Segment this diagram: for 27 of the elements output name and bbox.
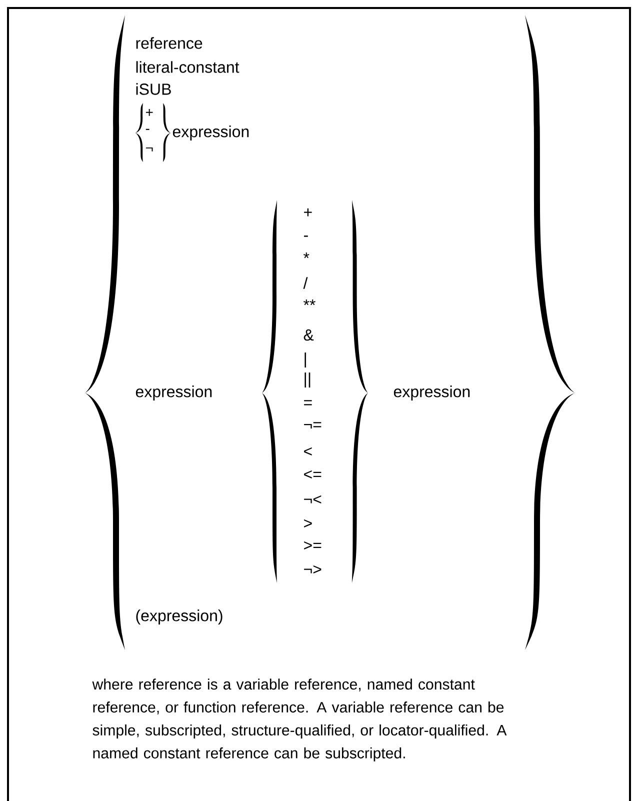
syntax-term: expression bbox=[172, 126, 249, 140]
operator-symbol: | bbox=[304, 352, 306, 368]
operator-symbol: || bbox=[304, 372, 310, 388]
operator-symbol: ** bbox=[304, 300, 316, 306]
operator-symbol: ¬< bbox=[304, 495, 322, 504]
operator-symbol: > bbox=[304, 519, 312, 528]
syntax-term: expression bbox=[136, 386, 212, 400]
syntax-term: iSUB bbox=[136, 83, 171, 95]
operator-symbol: < bbox=[304, 447, 312, 456]
operator-symbol: & bbox=[304, 329, 314, 341]
operator-symbol: + bbox=[146, 108, 153, 116]
operator-symbol: = bbox=[304, 400, 312, 406]
syntax-term: (expression) bbox=[136, 610, 222, 624]
operator-symbol: + bbox=[304, 208, 312, 216]
operator-symbol: * bbox=[304, 252, 310, 258]
syntax-term: reference bbox=[136, 37, 202, 49]
operator-symbol: ¬ bbox=[146, 147, 153, 152]
operator-symbol: <= bbox=[304, 470, 322, 478]
operator-symbol: >= bbox=[304, 541, 322, 550]
operator-symbol: - bbox=[146, 128, 150, 130]
syntax-term: expression bbox=[394, 386, 470, 400]
operator-symbol: ¬> bbox=[304, 565, 322, 574]
operator-symbol: - bbox=[304, 236, 308, 237]
operator-symbol: / bbox=[303, 277, 308, 289]
syntax-term: literal-constant bbox=[136, 61, 240, 73]
note-text: where reference is a variable reference, named constant reference, or function reference. A variable reference can be simple, subscripted, structure-qualified, or locator-qualified. A named constant reference can be subscripted. bbox=[92, 678, 507, 762]
operator-symbol: ¬= bbox=[304, 422, 322, 429]
